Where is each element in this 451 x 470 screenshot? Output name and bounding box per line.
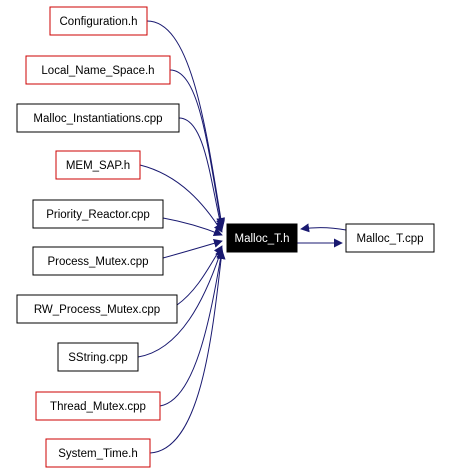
- node-priority-reactor-cpp[interactable]: Priority_Reactor.cpp: [32, 199, 164, 229]
- node-label: Configuration.h: [60, 16, 138, 28]
- edge-malloc-instantiations-to-malloc-t-h: [178, 117, 225, 231]
- node-label: RW_Process_Mutex.cpp: [34, 304, 160, 316]
- node-mem-sap-h[interactable]: MEM_SAP.h: [55, 150, 141, 180]
- node-sstring-cpp[interactable]: SString.cpp: [57, 342, 139, 372]
- node-malloc-t-cpp[interactable]: Malloc_T.cpp: [345, 223, 435, 253]
- edge-configuration-to-malloc-t-h: [146, 20, 226, 227]
- node-process-mutex-cpp[interactable]: Process_Mutex.cpp: [32, 246, 164, 276]
- edge-malloc-t-cpp-to-malloc-t-h: [300, 223, 347, 233]
- node-thread-mutex-cpp[interactable]: Thread_Mutex.cpp: [35, 391, 161, 421]
- node-label: Priority_Reactor.cpp: [46, 209, 150, 221]
- node-label: SString.cpp: [68, 352, 127, 364]
- dependency-edges: [137, 20, 347, 454]
- edge-rw-process-mutex-to-malloc-t-h: [176, 245, 223, 306]
- edge-sstring-to-malloc-t-h: [137, 247, 224, 358]
- node-label: System_Time.h: [58, 448, 137, 460]
- node-label: Malloc_T.cpp: [356, 233, 423, 245]
- node-label: MEM_SAP.h: [66, 160, 130, 172]
- node-configuration-h[interactable]: Configuration.h: [49, 6, 148, 36]
- edge-priority-reactor-to-malloc-t-h: [162, 217, 223, 237]
- node-rw-process-mutex-cpp[interactable]: RW_Process_Mutex.cpp: [16, 294, 178, 324]
- edge-thread-mutex-to-malloc-t-h: [159, 249, 226, 407]
- node-system-time-h[interactable]: System_Time.h: [45, 438, 151, 468]
- node-label: Local_Name_Space.h: [41, 65, 154, 77]
- node-local-name-space-h[interactable]: Local_Name_Space.h: [25, 55, 171, 85]
- edge-mem-sap-to-malloc-t-h: [139, 164, 223, 233]
- node-label: Malloc_T.h: [235, 233, 290, 245]
- node-malloc-instantiations-cpp[interactable]: Malloc_Instantiations.cpp: [16, 103, 180, 133]
- node-label: Thread_Mutex.cpp: [50, 401, 146, 413]
- edge-process-mutex-to-malloc-t-h: [162, 238, 223, 259]
- node-label: Process_Mutex.cpp: [48, 256, 149, 268]
- edge-local-name-space-to-malloc-t-h: [169, 69, 225, 229]
- node-malloc-t-h[interactable]: Malloc_T.h: [226, 223, 298, 253]
- edge-system-time-to-malloc-t-h: [149, 250, 226, 454]
- node-label: Malloc_Instantiations.cpp: [33, 113, 162, 125]
